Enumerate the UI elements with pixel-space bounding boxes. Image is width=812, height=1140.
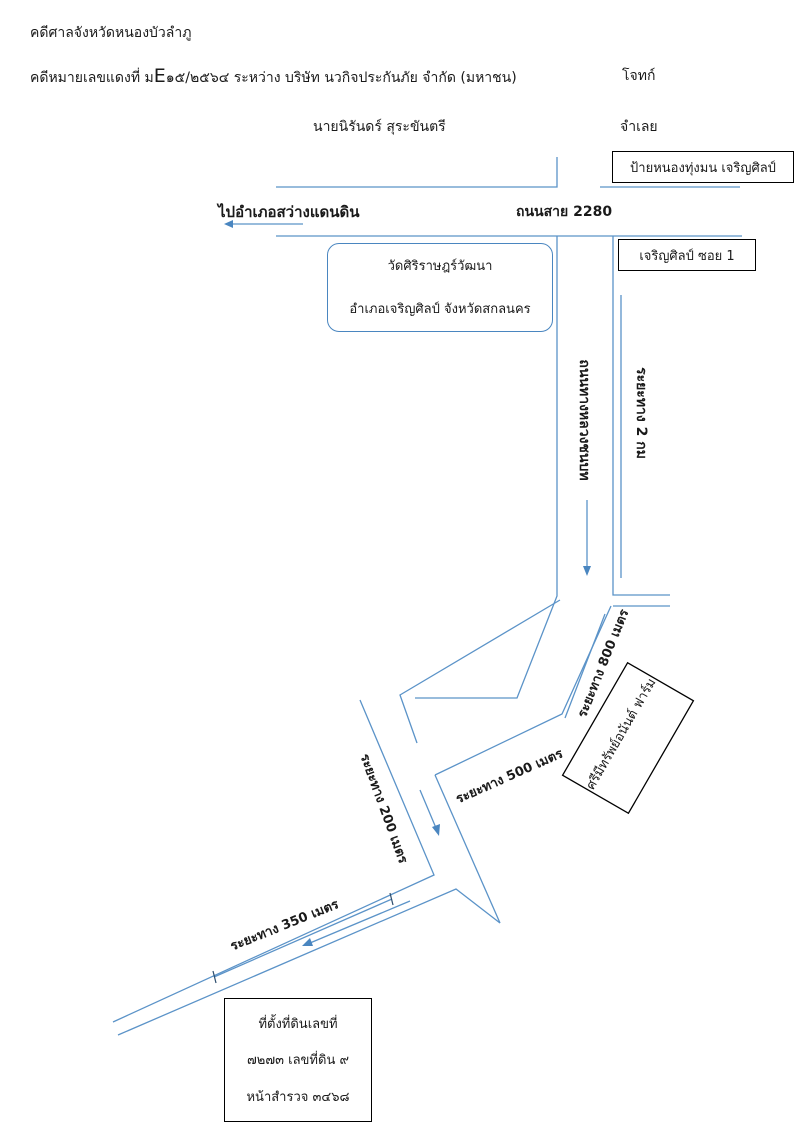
road-diagonal-upper	[399, 599, 561, 744]
case-number: คดีหมายเลขแดงที่ มE๑๕/๒๕๖๔ ระหว่าง บริษั…	[30, 67, 517, 87]
case-prefix: คดีหมายเลขแดงที่ ม	[30, 70, 154, 86]
road-main-left-edge	[415, 236, 558, 699]
dist-200m-label: ระยะทาง 200 เมตร	[357, 752, 411, 866]
dist-500m-label: ระยะทาง 500 เมตร	[454, 746, 566, 807]
plaintiff-label: โจทก์	[622, 68, 656, 84]
sign-nong-thung-mon-text: ป้ายหนองทุ่งมน เจริญศิลป์	[630, 160, 776, 176]
case-rest: ๑๕/๒๕๖๔ ระหว่าง บริษัท นวกิจประกันภัย จำ…	[165, 70, 517, 86]
farm-box	[561, 661, 695, 815]
soi-1-box: เจริญศิลป์ ซอย 1	[618, 239, 756, 271]
defendant-name: นายนิรันดร์ สุระขันตรี	[313, 119, 446, 135]
land-line-3: หน้าสำรวจ ๓๔๖๘	[246, 1090, 350, 1106]
sign-nong-thung-mon: ป้ายหนองทุ่งมน เจริญศิลป์	[612, 151, 794, 183]
to-district-label: ไปอำเภอสว่างแดนดิน	[218, 203, 360, 221]
road-highway-label: ถนนทางหลวงชนบท	[576, 359, 592, 480]
measure-350m-line	[213, 898, 393, 978]
temple-box: วัดศิริราษฎร์วัฒนา อำเภอเจริญศิลป์ จังหว…	[327, 243, 553, 332]
measure-350m-tick-right	[389, 892, 394, 906]
case-letter: E	[153, 65, 166, 87]
measure-350m-tick-left	[212, 970, 217, 984]
defendant-label: จำเลย	[620, 119, 658, 135]
road350-arrow-line	[309, 900, 411, 944]
land-location-box: ที่ตั้งที่ดินเลขที่ ๗๒๗๓ เลขที่ดิน ๙ หน้…	[224, 998, 372, 1122]
road200-arrow-line	[419, 789, 437, 829]
soi-1-text: เจริญศิลป์ ซอย 1	[639, 248, 735, 264]
road-2280-label: ถนนสาย 2280	[516, 204, 613, 220]
temple-location: อำเภอเจริญศิลป์ จังหวัดสกลนคร	[349, 302, 531, 317]
road350-arrow-head	[302, 938, 313, 946]
road-top-north-edge	[276, 157, 558, 188]
road-south-left	[112, 699, 435, 1023]
to-district-arrow-head	[224, 220, 233, 228]
road-bottom-lower	[117, 888, 501, 1036]
court-title: คดีศาลจังหวัดหนองบัวลำภู	[30, 25, 192, 41]
road-south-right	[434, 774, 501, 924]
road-main-right-edge	[612, 236, 670, 596]
dist-2km-label: ระยะทาง 2 กม	[633, 367, 649, 459]
temple-name: วัดศิริราษฎร์วัฒนา	[387, 259, 493, 274]
road200-arrow-head	[432, 824, 440, 836]
measure-800m-line	[564, 613, 606, 719]
highway-arrow-head	[583, 566, 591, 576]
land-line-1: ที่ตั้งที่ดินเลขที่	[258, 1016, 338, 1032]
land-line-2: ๗๒๗๓ เลขที่ดิน ๙	[247, 1053, 349, 1069]
